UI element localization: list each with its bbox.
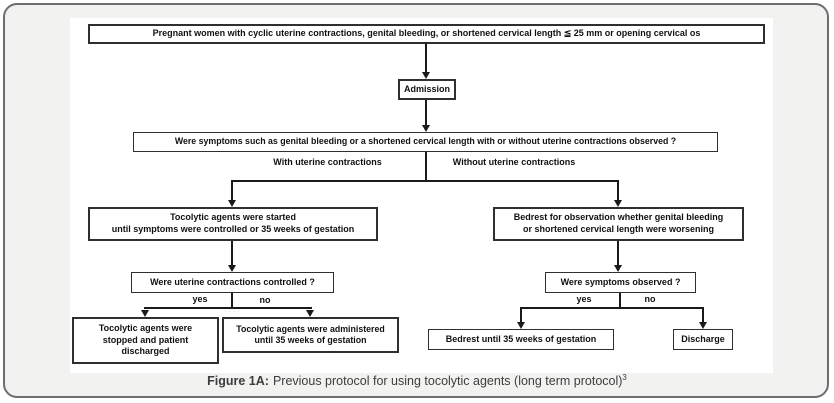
flow-line [231,241,233,265]
admission-box: Admission [398,79,456,100]
without-contractions-label: Without uterine contractions [452,157,576,167]
flow-line [231,293,233,309]
bedrest-observation-line1: Bedrest for observation whether genital … [513,212,724,223]
flow-line [619,293,621,309]
administered-35w-box: Tocolytic agents were administered until… [222,317,399,353]
flow-line [425,100,427,125]
figure-caption-prefix: Figure 1A: [207,374,269,389]
symptoms-question-box: Were symptoms such as genital bleeding o… [133,132,718,152]
symptoms-observed-question-text: Were symptoms observed ? [560,276,681,287]
arrow-down-icon [614,200,622,207]
flow-line [425,152,427,182]
tocolytic-started-line2: until symptoms were controlled or 35 wee… [111,224,355,234]
flow-line [702,307,704,323]
arrow-down-icon [422,125,430,132]
bedrest-observation-line2: or shortened cervical length were worsen… [522,224,715,234]
symptoms-observed-question-box: Were symptoms observed ? [545,272,696,293]
flow-line [231,180,619,182]
criteria-box: Pregnant women with cyclic uterine contr… [88,24,765,44]
symptoms-question-text: Were symptoms such as genital bleeding o… [174,136,677,147]
arrow-down-icon [517,322,525,329]
arrow-down-icon [699,322,707,329]
flow-line [617,241,619,265]
flow-line [520,307,704,309]
flow-line [617,180,619,200]
flow-line [425,43,427,72]
arrow-down-icon [141,310,149,317]
bedrest-observation-box: Bedrest for observation whether genital … [493,207,744,241]
stopped-discharged-line2: stopped and patient [102,334,189,345]
arrow-down-icon [228,200,236,207]
admission-text: Admission [403,83,450,94]
administered-35w-line1: Tocolytic agents were administered [236,323,385,334]
criteria-text: Pregnant women with cyclic uterine contr… [152,28,701,39]
flow-line [144,307,312,309]
tocolytic-started-line1: Tocolytic agents were started [170,212,296,223]
figure-caption: Figure 1A:Previous protocol for using to… [0,373,834,388]
bedrest-35w-text: Bedrest until 35 weeks of gestation [445,333,597,344]
stopped-discharged-line1: Tocolytic agents were [98,322,193,333]
right-yes-label: yes [576,294,592,304]
right-no-label: no [644,294,656,304]
flowchart-panel [70,18,773,373]
arrow-down-icon [422,72,430,79]
arrow-down-icon [228,265,236,272]
figure-caption-superscript: 3 [622,373,627,382]
stopped-discharged-line3: discharged [121,346,170,357]
administered-35w-line2: until 35 weeks of gestation [254,335,367,345]
left-yes-label: yes [192,294,208,304]
stopped-discharged-box: Tocolytic agents were stopped and patien… [72,317,219,364]
bedrest-35w-box: Bedrest until 35 weeks of gestation [428,329,614,350]
figure-caption-text: Previous protocol for using tocolytic ag… [272,374,623,389]
with-contractions-label: With uterine contractions [273,157,382,167]
left-no-label: no [259,295,271,305]
contractions-controlled-question-text: Were uterine contractions controlled ? [150,276,315,287]
contractions-controlled-question-box: Were uterine contractions controlled ? [131,272,334,293]
discharge-text: Discharge [681,333,725,344]
arrow-down-icon [306,310,314,317]
discharge-box: Discharge [673,329,733,350]
flow-line [231,180,233,200]
tocolytic-started-box: Tocolytic agents were started until symp… [88,207,378,241]
arrow-down-icon [614,265,622,272]
flow-line [520,307,522,323]
